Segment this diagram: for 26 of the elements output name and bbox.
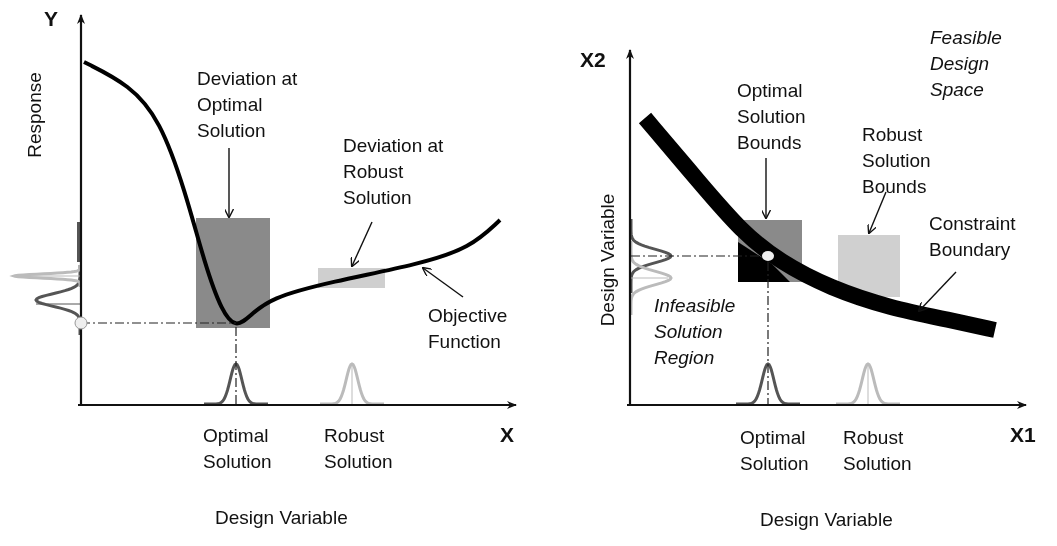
callout-label: Deviation at Optimal Solution — [197, 66, 299, 144]
callout-label: Objective Function — [428, 303, 538, 355]
leader-line — [760, 157, 772, 220]
axis-label: X2 — [580, 47, 606, 73]
axis-title: Response — [23, 72, 46, 158]
tick-label: Optimal Solution — [740, 426, 810, 476]
leader-line — [350, 221, 373, 268]
axis-label: X1 — [1010, 422, 1036, 448]
tick-label: Optimal Solution — [203, 424, 273, 474]
leader-line — [223, 147, 235, 219]
callout-label: Deviation at Robust Solution — [343, 133, 445, 211]
leader-line — [917, 271, 957, 313]
region-label: Infeasible Solution Region — [654, 294, 737, 370]
axis-title: Design Variable — [760, 508, 893, 532]
leader-line — [867, 191, 887, 235]
axis-title: Design Variable — [596, 193, 619, 327]
leader-line — [421, 266, 464, 298]
axis-title: Design Variable — [215, 506, 348, 530]
axis-label: X — [500, 422, 514, 448]
tick-label: Robust Solution — [843, 426, 913, 476]
region-label: Feasible Design Space — [930, 26, 1003, 102]
callout-label: Constraint Boundary — [929, 211, 1054, 263]
callout-label: Optimal Solution Bounds — [737, 78, 847, 156]
tick-label: Robust Solution — [324, 424, 394, 474]
callout-label: Robust Solution Bounds — [862, 122, 962, 200]
axis-label: Y — [44, 6, 58, 32]
